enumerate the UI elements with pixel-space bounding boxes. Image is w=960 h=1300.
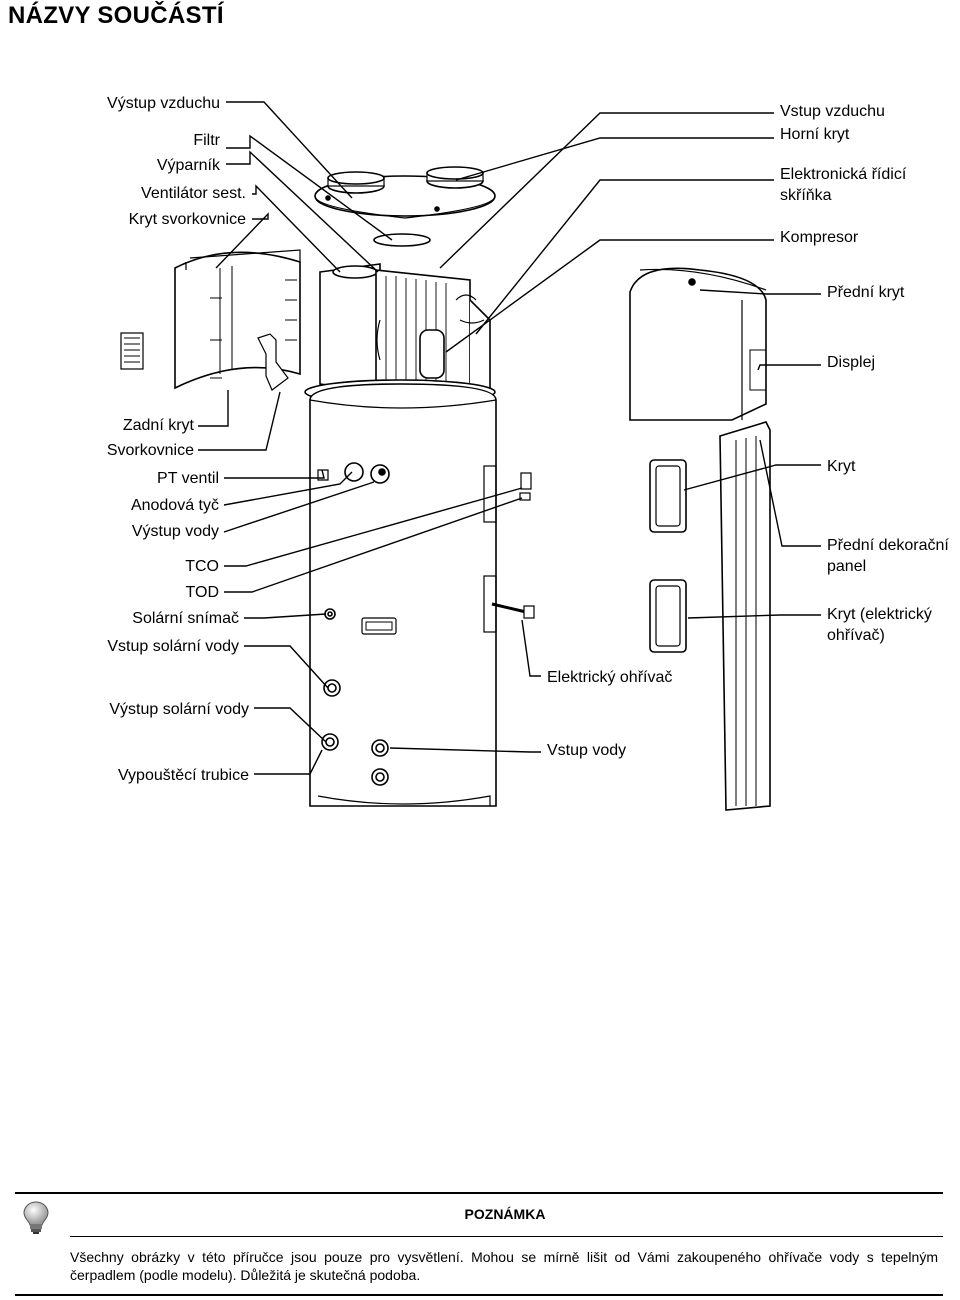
label-rear-cover: Zadní kryt	[122, 417, 194, 434]
top-cover-part	[314, 166, 496, 219]
filter-part	[373, 233, 431, 247]
label-heater-cover-2: ohřívač)	[827, 627, 885, 644]
label-cover: Kryt	[827, 458, 856, 475]
label-water-outlet: Výstup vody	[131, 523, 219, 540]
leader-lines-left	[198, 101, 523, 775]
label-drain-pipe: Vypouštěcí trubice	[117, 767, 249, 784]
note-top-rule	[15, 1192, 943, 1194]
note-divider	[70, 1236, 943, 1237]
label-air-outlet: Výstup vzduchu	[107, 95, 220, 112]
label-anode-rod: Anodová tyč	[130, 497, 219, 514]
label-solar-water-inlet: Vstup solární vody	[107, 638, 239, 655]
label-heater-cover-1: Kryt (elektrický	[827, 606, 932, 623]
label-terminal-block: Svorkovnice	[106, 442, 194, 459]
label-top-cover: Horní kryt	[780, 126, 850, 143]
note-text: Všechny obrázky v této příručce jsou pou…	[70, 1249, 938, 1283]
page-title: NÁZVY SOUČÁSTÍ	[8, 2, 224, 29]
label-solar-sensor: Solární snímač	[132, 610, 239, 627]
label-control-box-1: Elektronická řídicí	[780, 166, 907, 183]
label-compressor: Kompresor	[780, 229, 859, 246]
note-bottom-rule	[15, 1294, 943, 1296]
label-air-inlet: Vstup vzduchu	[780, 103, 885, 120]
label-pt-valve: PT ventil	[157, 470, 219, 487]
water-tank-part	[309, 383, 535, 807]
label-solar-water-outlet: Výstup solární vody	[109, 701, 249, 718]
front-cover-part	[629, 267, 767, 421]
label-front-panel-1: Přední dekorační	[827, 537, 949, 554]
label-tco: TCO	[185, 558, 219, 575]
label-filter: Filtr	[193, 132, 220, 149]
heat-pump-assembly-part	[304, 263, 496, 405]
label-tod: TOD	[185, 584, 219, 601]
label-evaporator: Výparník	[156, 157, 220, 174]
label-terminal-cover: Kryt svorkovnice	[128, 211, 246, 228]
lightbulb-icon	[23, 1201, 49, 1234]
label-electric-heater: Elektrický ohřívač	[547, 669, 673, 686]
label-water-inlet: Vstup vody	[547, 742, 627, 759]
label-front-panel-2: panel	[827, 558, 867, 575]
note-heading: POZNÁMKA	[464, 1206, 546, 1222]
leader-lines-right	[389, 112, 821, 753]
label-display: Displej	[827, 354, 876, 371]
label-front-cover: Přední kryt	[827, 284, 905, 301]
label-control-box-2: skříňka	[780, 187, 832, 204]
side-covers-part	[649, 459, 687, 653]
rear-cover-part	[120, 249, 301, 391]
label-fan-assembly: Ventilátor sest.	[141, 185, 246, 202]
